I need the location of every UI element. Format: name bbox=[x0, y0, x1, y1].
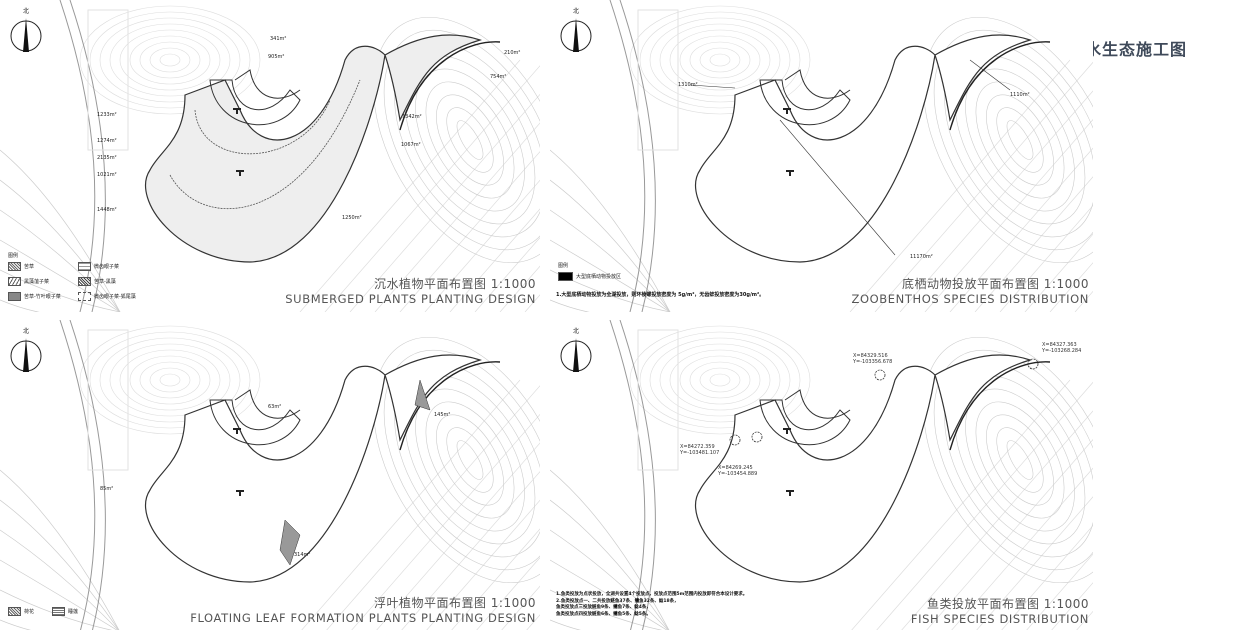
drawing-caption: 沉水植物平面布置图 1:1000 SUBMERGED PLANTS PLANTI… bbox=[285, 277, 536, 307]
legend: 荷花 睡莲 bbox=[8, 604, 78, 619]
svg-text:北: 北 bbox=[23, 327, 29, 335]
submerged-plants-plan: 北 1233m² 1274m² 2135m² 1021m² 1448m² 341… bbox=[0, 0, 540, 312]
legend-title: 图例 bbox=[8, 253, 19, 259]
north-arrow-icon: 北 bbox=[560, 7, 592, 52]
legend: 图例 大型底栖动物投放区 bbox=[558, 262, 621, 284]
area-label: 1342m² bbox=[402, 114, 422, 120]
area-label: 905m² bbox=[268, 54, 285, 60]
legend-item: 大型底栖动物投放区 bbox=[576, 274, 622, 280]
notes: 1.鱼类投放为点状投放，全湖共设置4个投放点，投放点范围5m范围内投放即符合本设… bbox=[556, 592, 748, 617]
caption-en: ZOOBENTHOS SPECIES DISTRIBUTION bbox=[851, 292, 1089, 306]
site-plan-drawing: 北 bbox=[0, 0, 540, 312]
page-title: 水生态施工图 bbox=[1085, 40, 1188, 59]
area-label: 85m² bbox=[100, 486, 114, 492]
caption-zh: 底栖动物投放平面布置图 1:1000 bbox=[901, 277, 1089, 291]
area-label: 1250m² bbox=[342, 215, 362, 221]
area-label: 314m² bbox=[294, 552, 311, 558]
area-label: 1274m² bbox=[97, 138, 117, 144]
note: 1.大型底栖动物投放为全湖投放，则环棱螺投放密度为 5g/m²，无齿蚌投放密度为… bbox=[556, 292, 765, 298]
caption-zh: 沉水植物平面布置图 1:1000 bbox=[373, 277, 536, 291]
legend-item: 睡莲 bbox=[68, 609, 79, 615]
north-arrow-icon: 北 bbox=[10, 7, 42, 52]
legend-item: 微齿眼子菜-狐尾藻 bbox=[94, 294, 136, 300]
legend-title: 图例 bbox=[558, 263, 569, 269]
area-label: 1021m² bbox=[97, 172, 117, 178]
area-label: 1110m² bbox=[1010, 92, 1030, 98]
legend-item: 荷花 bbox=[24, 609, 35, 615]
site-plan-drawing: 北 bbox=[550, 0, 1093, 312]
svg-text:北: 北 bbox=[573, 327, 579, 335]
area-label: 754m² bbox=[490, 74, 507, 80]
site-plan-drawing: 北 bbox=[550, 320, 1093, 630]
area-label: 2135m² bbox=[97, 155, 117, 161]
north-arrow-icon: 北 bbox=[10, 327, 42, 372]
legend: 图例 苦草 微齿眼子菜 黑藻菹子菜 苦草-黑藻 苦草-竹叶眼子菜 微齿眼子菜-狐… bbox=[8, 252, 158, 304]
area-label: 11170m² bbox=[910, 254, 933, 260]
drawing-caption: 鱼类投放平面布置图 1:1000 FISH SPECIES DISTRIBUTI… bbox=[911, 597, 1089, 627]
area-label: 1233m² bbox=[97, 112, 117, 118]
site-plan-drawing: 北 bbox=[0, 320, 540, 630]
zoobenthos-plan: 北 1310m² 1110m² 11170m² 图例 大型底栖动物投放区 1.大… bbox=[550, 0, 1093, 312]
caption-en: FLOATING LEAF FORMATION PLANTS PLANTING … bbox=[190, 611, 536, 625]
area-label: 1448m² bbox=[97, 207, 117, 213]
area-label: 1067m² bbox=[401, 142, 421, 148]
area-label: 63m² bbox=[268, 404, 282, 410]
area-label: 210m² bbox=[504, 50, 521, 56]
drawing-caption: 底栖动物投放平面布置图 1:1000 ZOOBENTHOS SPECIES DI… bbox=[852, 277, 1090, 307]
area-label: 341m² bbox=[270, 36, 287, 42]
caption-zh: 浮叶植物平面布置图 1:1000 bbox=[373, 596, 536, 610]
caption-zh: 鱼类投放平面布置图 1:1000 bbox=[926, 597, 1089, 611]
drawing-caption: 浮叶植物平面布置图 1:1000 FLOATING LEAF FORMATION… bbox=[190, 596, 536, 626]
legend-item: 苦草 bbox=[24, 264, 35, 270]
area-label: 145m² bbox=[434, 412, 451, 418]
legend-item: 黑藻菹子菜 bbox=[24, 279, 50, 285]
legend-item: 苦草-黑藻 bbox=[94, 279, 116, 285]
caption-en: SUBMERGED PLANTS PLANTING DESIGN bbox=[285, 292, 536, 306]
svg-text:北: 北 bbox=[573, 7, 579, 15]
legend-item: 苦草-竹叶眼子菜 bbox=[24, 294, 61, 300]
legend-item: 微齿眼子菜 bbox=[94, 264, 120, 270]
caption-en: FISH SPECIES DISTRIBUTION bbox=[910, 612, 1089, 626]
floating-leaf-plan: 北 63m² 145m² 85m² 314m² 荷花 睡莲 浮叶植物平面布置图 … bbox=[0, 320, 540, 630]
area-label: 1310m² bbox=[678, 82, 698, 88]
north-arrow-icon: 北 bbox=[560, 327, 592, 372]
svg-text:北: 北 bbox=[23, 7, 29, 15]
